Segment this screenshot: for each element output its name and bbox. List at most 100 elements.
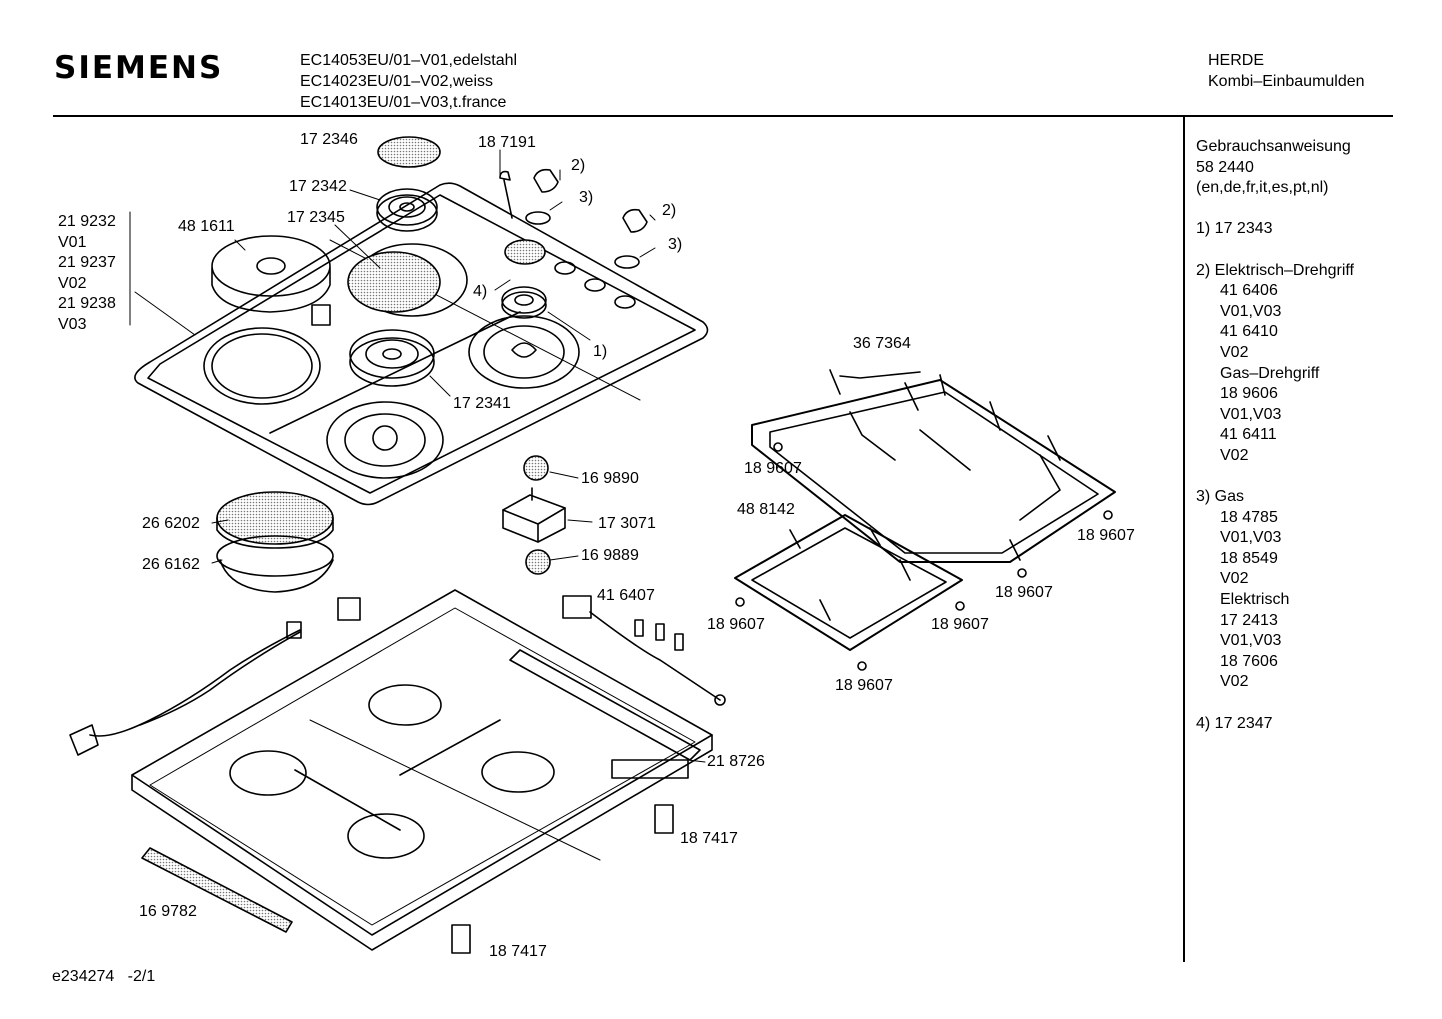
pan-support-488142 <box>734 514 963 651</box>
pan-support-367364 <box>751 369 1116 563</box>
variant-line: 21 9237 <box>58 254 116 272</box>
note-marker: 2) <box>662 202 677 219</box>
part-label: 26 6202 <box>142 515 200 532</box>
part-label: 17 3071 <box>598 515 656 532</box>
manual-title: Gebrauchsanweisung <box>1196 138 1351 155</box>
note-3-title: 3) Gas <box>1196 488 1245 506</box>
electric-hotplate <box>203 327 444 479</box>
model-line: EC14023EU/01–V02,weiss <box>300 73 494 90</box>
header-rule <box>53 115 1393 117</box>
sealing-strip <box>141 847 293 933</box>
note-2-item: 18 9606 <box>1220 385 1278 403</box>
part-label: 41 6407 <box>597 587 655 604</box>
subcategory: Kombi–Einbaumulden <box>1208 73 1365 90</box>
part-label: 18 7417 <box>680 830 738 847</box>
part-label: 26 6162 <box>142 556 200 573</box>
note-3-item: V02 <box>1220 570 1249 588</box>
hob-variant-list: 21 9232 V01 21 9237 V02 21 9238 V03 <box>58 212 116 336</box>
rosette-169890 <box>523 455 549 481</box>
drawing-id: e234274 <box>52 968 115 985</box>
variant-line: 21 9232 <box>58 213 116 230</box>
note-2-item: 41 6410 <box>1220 323 1278 341</box>
burner-cap-172347 <box>504 239 546 265</box>
part-label: 18 9607 <box>707 616 765 633</box>
fixing-bracket <box>654 804 674 834</box>
note-marker: 2) <box>571 157 586 174</box>
note-marker: 1) <box>593 343 608 360</box>
part-label: 36 7364 <box>853 335 911 352</box>
note-marker: 4) <box>473 283 488 300</box>
sidebar-rule <box>1183 117 1185 962</box>
bottom-housing <box>131 589 713 951</box>
part-label: 17 2345 <box>287 209 345 226</box>
note-3-item: 18 8549 <box>1220 549 1278 567</box>
part-label: 18 9607 <box>931 616 989 633</box>
category: HERDE <box>1208 52 1265 69</box>
control-knob <box>525 168 648 309</box>
part-label: 17 2342 <box>289 178 347 195</box>
siemens-logo: SIEMENS <box>54 50 224 86</box>
part-label: 16 9782 <box>139 903 197 920</box>
variant-line: 21 9238 <box>58 295 116 313</box>
note-marker: 3) <box>579 189 594 206</box>
note-2-item: V01,V03 <box>1220 405 1282 423</box>
part-label: 18 9607 <box>1077 527 1135 544</box>
note-3-item: 18 7606 <box>1220 652 1278 670</box>
note-4: 4) 17 2347 <box>1196 714 1273 732</box>
note-1: 1) 17 2343 <box>1196 220 1273 238</box>
wiring-harness <box>562 595 726 706</box>
part-label: 18 7191 <box>478 134 536 151</box>
note-3-item: V01,V03 <box>1220 632 1282 650</box>
category-block: HERDE Kombi–Einbaumulden <box>1208 50 1365 92</box>
manual-languages: (en,de,fr,it,es,pt,nl) <box>1196 179 1329 197</box>
variant-line: V01 <box>58 233 87 251</box>
part-label: 18 9607 <box>744 460 802 477</box>
part-label: 21 8726 <box>707 753 765 770</box>
part-label: 17 2346 <box>300 131 358 148</box>
part-label: 18 9607 <box>995 584 1053 601</box>
parts-notes: Gebrauchsanweisung 58 2440 (en,de,fr,it,… <box>1196 137 1354 734</box>
rosette-169889 <box>525 549 551 575</box>
footer: e234274 -2/1 <box>52 968 155 986</box>
leader-lines <box>129 149 706 763</box>
cable-clamp <box>337 597 361 621</box>
gas-burner-small <box>501 286 547 319</box>
part-label: 48 1611 <box>178 218 235 235</box>
note-3-item: V02 <box>1220 673 1249 691</box>
rubber-foot <box>735 442 1113 671</box>
note-2-item: 41 6406 <box>1220 282 1278 300</box>
variant-line: V03 <box>58 315 87 333</box>
energy-regulator <box>502 487 566 543</box>
note-2-item: V02 <box>1220 343 1249 361</box>
variant-line: V02 <box>58 274 87 292</box>
model-line: EC14013EU/01–V03,t.france <box>300 94 507 111</box>
note-3-item: 18 4785 <box>1220 508 1278 526</box>
reflector-pan <box>216 491 334 593</box>
note-3-item: 17 2413 <box>1220 611 1278 629</box>
note-2-item: V01,V03 <box>1220 302 1282 320</box>
note-2-title: 2) Elektrisch–Drehgriff <box>1196 261 1354 279</box>
part-label: 16 9890 <box>581 470 639 487</box>
note-3-item: Elektrisch <box>1220 591 1290 609</box>
burner-cap-172346 <box>377 136 441 168</box>
part-label: 48 8142 <box>737 501 795 518</box>
manual-number: 58 2440 <box>1196 158 1254 176</box>
model-line: EC14053EU/01–V01,edelstahl <box>300 52 518 69</box>
fixing-bracket <box>451 924 471 954</box>
power-cable <box>69 621 302 756</box>
note-2-item: Gas–Drehgriff <box>1220 364 1320 382</box>
gas-burner-172341 <box>349 329 435 387</box>
hotplate-481611 <box>211 235 331 326</box>
part-label: 17 2341 <box>453 395 511 412</box>
part-label: 18 9607 <box>835 677 893 694</box>
note-marker: 3) <box>668 236 683 253</box>
note-2-item: V02 <box>1220 446 1249 464</box>
note-2-item: 41 6411 <box>1220 426 1277 444</box>
model-list: EC14053EU/01–V01,edelstahl EC14023EU/01–… <box>300 50 517 113</box>
page-number: -2/1 <box>127 968 156 985</box>
part-label: 18 7417 <box>489 943 547 960</box>
burner-cap-172345 <box>347 251 441 313</box>
part-label: 16 9889 <box>581 547 639 564</box>
gas-burner-172342 <box>376 188 438 232</box>
